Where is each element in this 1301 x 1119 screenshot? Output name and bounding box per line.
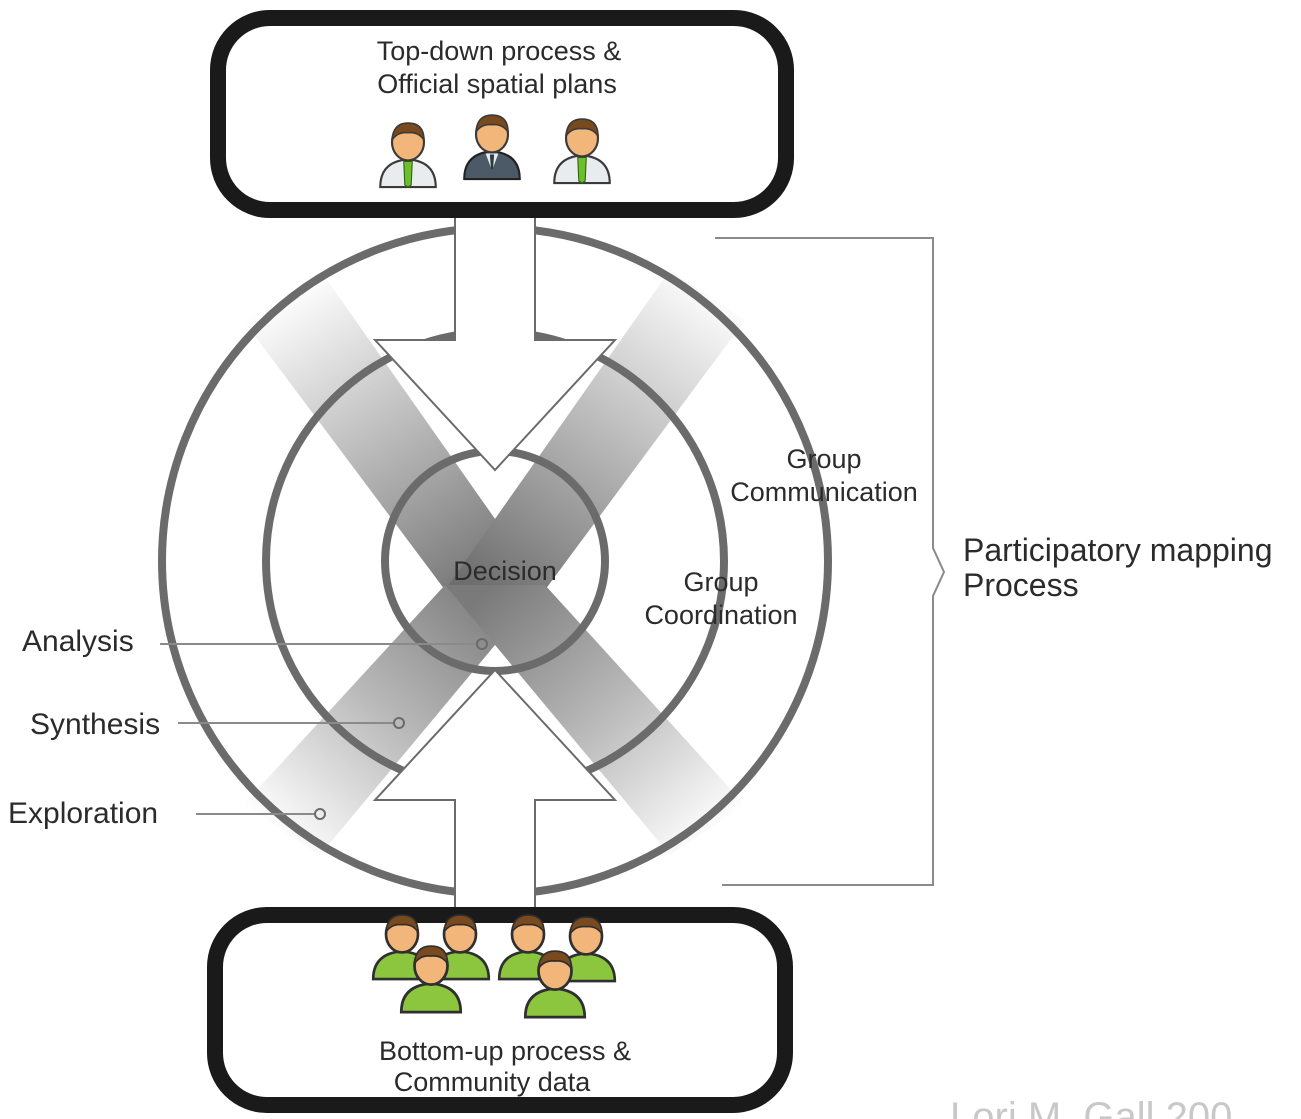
officials-group	[379, 113, 611, 189]
process-label-line2: Process	[963, 567, 1079, 603]
top-down-arrow	[375, 195, 615, 470]
synthesis-leader	[178, 717, 405, 729]
process-label-line1: Participatory mapping	[963, 532, 1272, 568]
exploration-label: Exploration	[8, 797, 158, 830]
band-upper-left	[243, 270, 545, 590]
bottom-up-box	[207, 907, 793, 1113]
process-bracket	[715, 237, 946, 886]
middle-ring-label-line2: Coordination	[644, 600, 797, 630]
top-box-line1: Top-down process &	[377, 36, 622, 66]
analysis-leader	[160, 638, 488, 650]
middle-ring-label-line1: Group	[683, 567, 758, 597]
author-watermark: Lori M. Gall 200	[950, 1095, 1232, 1119]
band-upper-right	[445, 270, 745, 590]
top-box-line2: Official spatial plans	[377, 69, 617, 99]
outer-ring-label-line2: Communication	[730, 477, 918, 507]
exploration-leader	[196, 808, 326, 820]
synthesis-label: Synthesis	[30, 708, 160, 741]
decision-label: Decision	[453, 556, 557, 586]
band-lower-right	[445, 585, 745, 855]
analysis-label: Analysis	[22, 625, 134, 658]
outer-ring-label-line1: Group	[786, 444, 861, 474]
bottom-box-line1: Bottom-up process &	[379, 1036, 631, 1066]
x-bands	[243, 270, 745, 855]
bottom-box-line2: Community data	[394, 1067, 592, 1097]
top-down-box	[210, 10, 794, 218]
